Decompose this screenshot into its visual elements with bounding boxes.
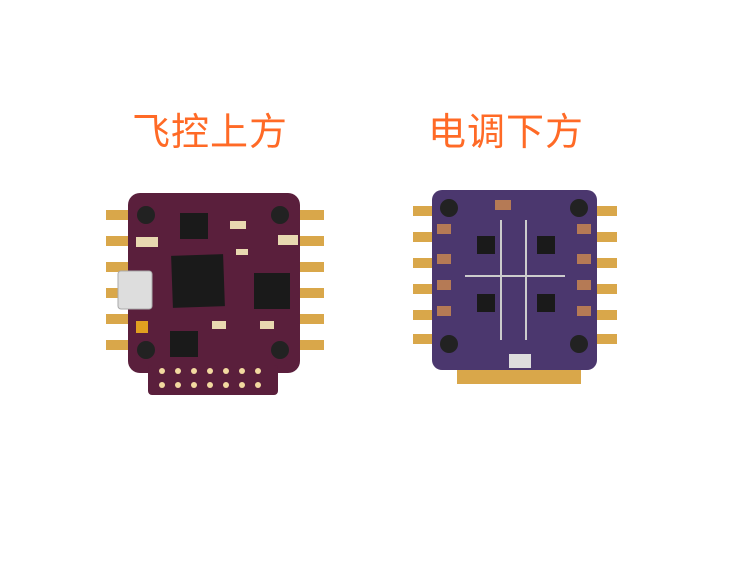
usb-port bbox=[117, 270, 153, 310]
components bbox=[136, 221, 298, 329]
flight-controller-board-photo bbox=[106, 193, 324, 395]
chips bbox=[170, 213, 290, 357]
chips bbox=[477, 236, 555, 312]
flight-controller-top-label: 飞控上方 bbox=[132, 110, 289, 154]
side-pads bbox=[413, 206, 617, 344]
silkscreen bbox=[465, 220, 565, 340]
components bbox=[437, 200, 591, 368]
mounting-dampers bbox=[137, 206, 289, 359]
esc-bottom-label: 电调下方 bbox=[428, 110, 585, 154]
esc-board-photo bbox=[413, 190, 617, 384]
mounting-dampers bbox=[440, 199, 588, 353]
bottom-pads bbox=[159, 368, 261, 388]
